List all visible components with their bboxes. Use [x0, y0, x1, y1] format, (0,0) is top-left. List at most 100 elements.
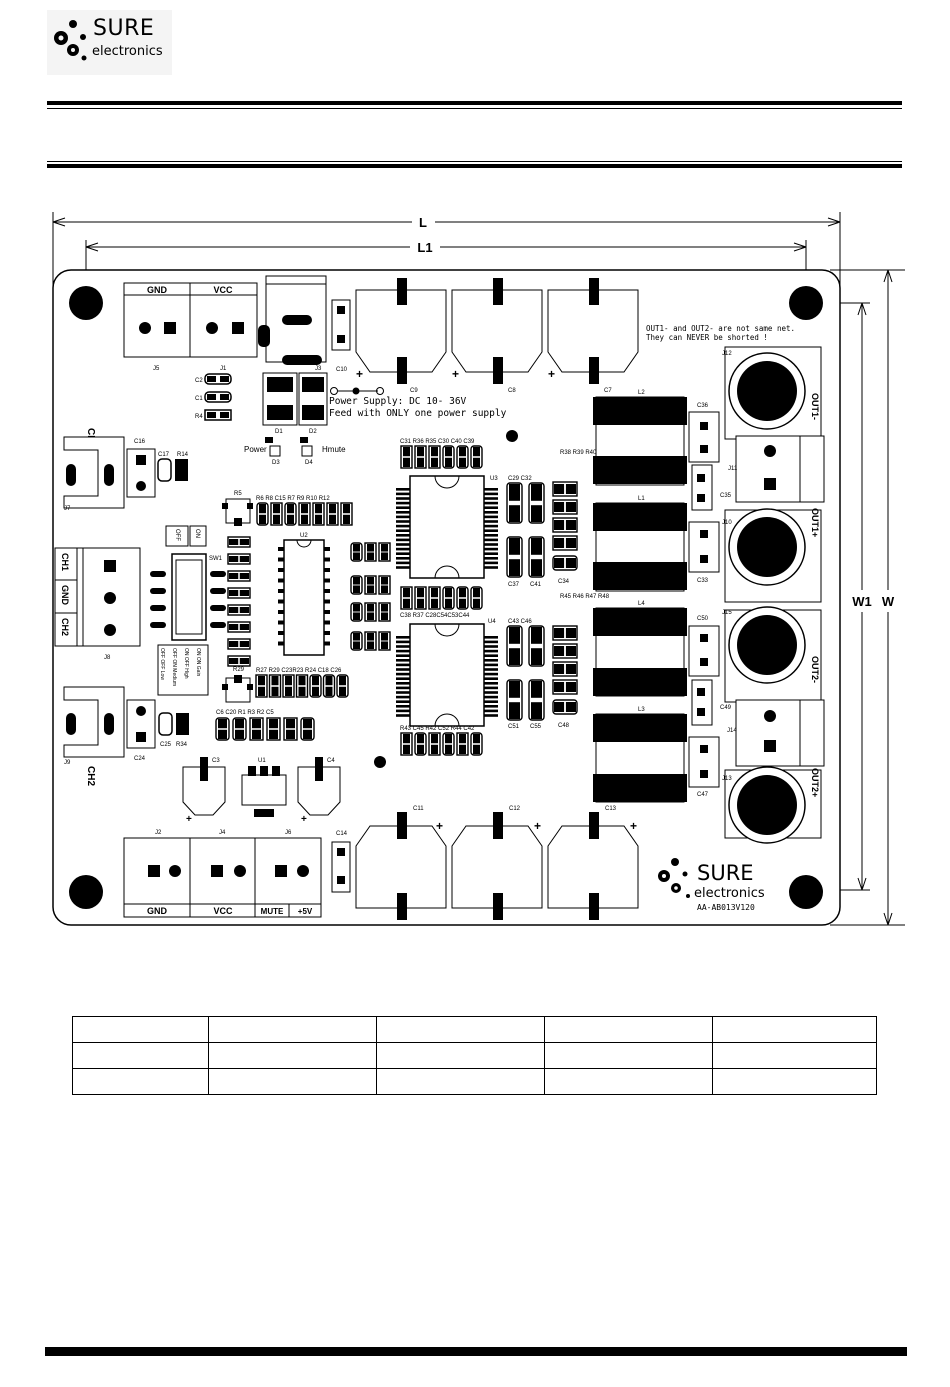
label-row-r27: R27 R29 C23R23 R24 C18 C26: [256, 668, 342, 674]
label-c37: C37: [508, 582, 520, 588]
ic-pin: [484, 520, 498, 523]
smd-footprint: [255, 674, 268, 698]
label-r14: R14: [177, 452, 189, 458]
label-u4: U4: [488, 619, 496, 625]
ic-pin: [484, 705, 498, 708]
svg-text:+: +: [452, 367, 459, 381]
label-l3: L3: [638, 707, 645, 713]
smd-footprint: [295, 674, 309, 698]
smd-footprint: [506, 482, 523, 524]
ic-pin: [396, 529, 410, 532]
ic-pin: [396, 677, 410, 680]
smd-footprint: [470, 732, 483, 756]
label-c11: C11: [413, 806, 424, 812]
ic-pin: [484, 501, 498, 505]
ic-pin: [396, 506, 410, 509]
ic-pin: [396, 705, 410, 708]
label-c9: C9: [410, 388, 418, 394]
ic-pin: [396, 659, 410, 662]
ic-pin: [484, 645, 498, 648]
label-c41: C41: [530, 582, 542, 588]
ic-pin: [484, 709, 498, 713]
label-c34: C34: [558, 579, 570, 585]
power-note-line2: Feed with ONLY one power supply: [329, 408, 507, 419]
header-rule-mid: [47, 164, 902, 168]
label-l4: L4: [638, 601, 645, 607]
label-r38-r41: R38 R39 R40 R41: [560, 450, 610, 456]
label-out2-minus: OUT2-: [810, 656, 820, 683]
ic-pin: [324, 620, 330, 625]
smd-column-mid: [350, 542, 391, 651]
ic-pin: [396, 700, 410, 703]
ic-pin: [484, 492, 498, 496]
table-row: [72, 1042, 877, 1069]
spec-table: [72, 1016, 877, 1095]
label-sw-on: ON: [194, 529, 200, 538]
mounting-hole-br: [789, 875, 823, 909]
ic-pin: [484, 636, 498, 639]
label-bottom-5v: +5V: [298, 907, 313, 916]
logo-dots-icon: [54, 20, 87, 61]
label-out2-plus: OUT2+: [810, 768, 820, 797]
ic-pin: [396, 538, 410, 542]
logo-wordmark: SURE: [93, 16, 155, 41]
ic-pin: [484, 691, 498, 694]
resistor-stack-lower: R45 R46 R47 R48: [560, 594, 610, 600]
label-r45-r48: R45 R46 R47 R48: [560, 594, 610, 600]
label-d3: D3: [272, 460, 280, 466]
ic-pin: [324, 589, 330, 593]
label-j12: J12: [722, 351, 732, 357]
ic-u2-pins: [278, 547, 330, 646]
label-u1: U1: [258, 758, 266, 764]
label-c25: C25: [160, 742, 172, 748]
ic-pin: [484, 529, 498, 532]
label-c17: C17: [158, 452, 170, 458]
ic-pin: [324, 641, 330, 646]
ic-pin: [484, 654, 498, 657]
smd-footprint: [227, 638, 251, 650]
ic-pin: [484, 640, 498, 644]
ic-pin: [278, 610, 284, 614]
smd-footprint: [552, 679, 578, 695]
bulk-capacitors-top: + + + C9 C8 C7 C10: [336, 278, 639, 394]
dimension-l: L: [52, 212, 841, 285]
ic-pin: [484, 682, 498, 685]
dc-jack-j3: J3: [258, 275, 351, 372]
label-c14: C14: [336, 831, 348, 837]
smd-footprint: [298, 502, 311, 526]
ic-pin: [396, 691, 410, 694]
label-j1: J1: [220, 366, 227, 372]
smd-footprint: [322, 674, 336, 698]
ic-pin: [484, 515, 498, 519]
ic-pin: [278, 557, 284, 562]
gain-row-1: OFF OFF Low: [159, 648, 165, 680]
ic-pin: [396, 488, 410, 491]
ic-pin: [484, 561, 498, 565]
header-rule-top: [47, 101, 902, 105]
ic-pin: [396, 524, 410, 528]
label-d1: D1: [275, 429, 283, 435]
smd-footprint: [428, 732, 441, 756]
smd-footprint: [227, 604, 251, 616]
amplifier-ic-u4: U4: [409, 619, 496, 727]
diodes-d1-d2: D1 D2 Power Hmute D3 D4: [244, 372, 346, 466]
label-c35: C35: [720, 493, 732, 499]
label-c48: C48: [558, 723, 570, 729]
label-c50: C50: [697, 616, 709, 622]
label-r4: R4: [195, 414, 203, 420]
label-sw-off: OFF: [174, 529, 180, 541]
smd-footprint: [268, 674, 282, 698]
input-header-j8: CH1 GND CH2 J8: [54, 547, 141, 661]
ic-pin: [484, 488, 498, 491]
smd-footprint: [227, 553, 251, 565]
input-jack-ch1: CH1 J7 C16 C17 R14: [63, 428, 189, 512]
dimension-l1: L1: [85, 240, 807, 300]
label-row-c31: C31 R36 R35 C30 C40 C39: [400, 439, 475, 445]
ic-pin: [484, 663, 498, 667]
label-top-gnd: GND: [147, 285, 168, 295]
smd-column-left: [227, 536, 251, 667]
smd-footprint: [528, 536, 545, 578]
label-c1: C1: [195, 396, 203, 402]
smd-footprint: [456, 732, 469, 756]
label-j8-gnd: GND: [60, 585, 70, 606]
